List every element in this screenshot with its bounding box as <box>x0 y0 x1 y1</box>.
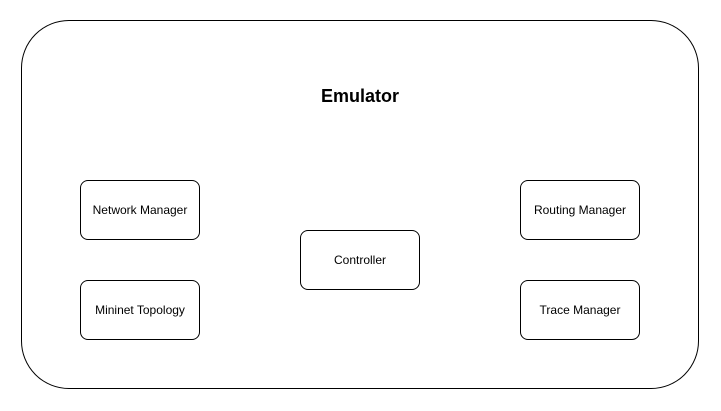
mininet-topology-label: Mininet Topology <box>95 303 185 317</box>
network-manager-node: Network Manager <box>80 180 200 240</box>
diagram-title: Emulator <box>320 86 399 106</box>
mininet-topology-node: Mininet Topology <box>80 280 200 340</box>
routing-manager-label: Routing Manager <box>533 203 627 217</box>
controller-node: Controller <box>300 230 420 290</box>
trace-manager-node: Trace Manager <box>520 280 640 340</box>
controller-label: Controller <box>333 253 387 267</box>
trace-manager-label: Trace Manager <box>539 303 621 317</box>
routing-manager-node: Routing Manager <box>520 180 640 240</box>
network-manager-label: Network Manager <box>92 203 188 217</box>
